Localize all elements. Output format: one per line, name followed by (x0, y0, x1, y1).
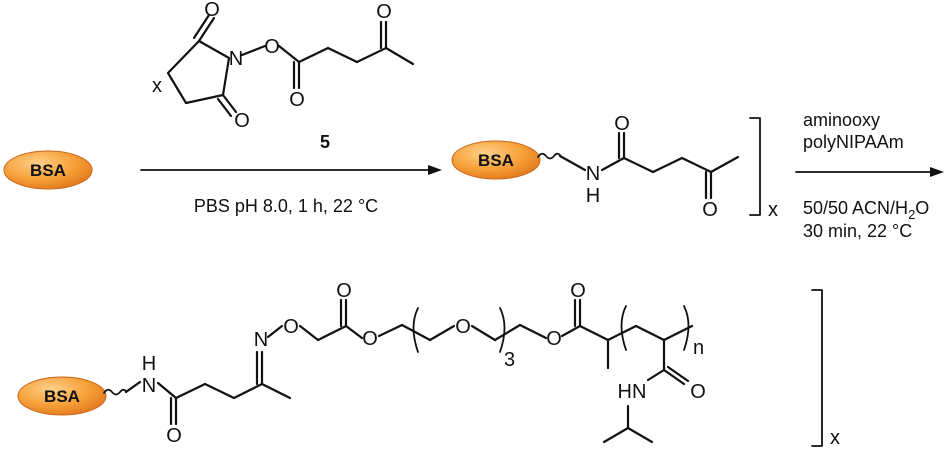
atom-h-amide: H (586, 185, 600, 207)
product-structure: BSA (17, 280, 840, 449)
bsa-ellipse (3, 150, 93, 190)
atom-o-ester1-carbonyl: O (336, 280, 352, 302)
reagent-number: 5 (320, 132, 330, 152)
atom-n-oxime: N (254, 329, 268, 351)
step2-time-temp: 30 min, 22 °C (803, 221, 912, 241)
polymer-repeat-label: n (693, 337, 704, 359)
atom-h-amide: H (142, 353, 156, 375)
atom-o-oxime: O (283, 316, 299, 338)
repeat-label: x (830, 427, 840, 449)
atom-o-ester-carbonyl: O (289, 89, 305, 111)
atom-o-peg: O (455, 316, 471, 338)
bsa-ellipse (451, 140, 541, 180)
bsa-label: BSA (478, 151, 514, 170)
step2-reagent-line1: aminooxy (803, 110, 880, 130)
repeat-label: x (768, 199, 778, 221)
reaction-arrow-1: PBS pH 8.0, 1 h, 22 °C (140, 165, 442, 216)
atom-o-ester2: O (546, 328, 562, 350)
atom-o-nipaam-carbonyl: O (690, 381, 706, 403)
atom-n-succinimide: N (229, 48, 243, 70)
atom-n-amide: N (586, 163, 600, 185)
atom-o-amide: O (614, 113, 630, 135)
step1-conditions: PBS pH 8.0, 1 h, 22 °C (194, 196, 378, 216)
reaction-arrow-2: aminooxy polyNIPAAm 50/50 ACN/H2O 30 min… (795, 110, 944, 241)
step2-solvent: 50/50 ACN/H2O (803, 198, 929, 222)
bsa-label: BSA (30, 161, 66, 180)
atom-hn-nipaam: HN (618, 381, 647, 403)
intermediate-structure: BSA N H O O x (451, 113, 778, 221)
reagent-5-structure: x O N O O O O 5 (152, 0, 415, 152)
peg-repeat-label: 3 (504, 349, 515, 371)
atom-o-ketone: O (376, 1, 392, 23)
atom-n-amide: N (142, 375, 156, 397)
bsa-start: BSA (3, 150, 93, 190)
atom-o-ester1: O (362, 328, 378, 350)
atom-o-ketone: O (702, 199, 718, 221)
atom-o-top-carbonyl: O (204, 0, 220, 21)
atom-o-amide: O (166, 425, 182, 447)
atom-o-bottom-carbonyl: O (234, 110, 250, 132)
equiv-label: x (152, 75, 162, 97)
bsa-label: BSA (44, 387, 80, 406)
atom-o-nhs: O (264, 36, 280, 58)
bsa-ellipse (17, 376, 107, 416)
step2-reagent-line2: polyNIPAAm (803, 132, 904, 152)
atom-o-ester2-carbonyl: O (570, 280, 586, 302)
